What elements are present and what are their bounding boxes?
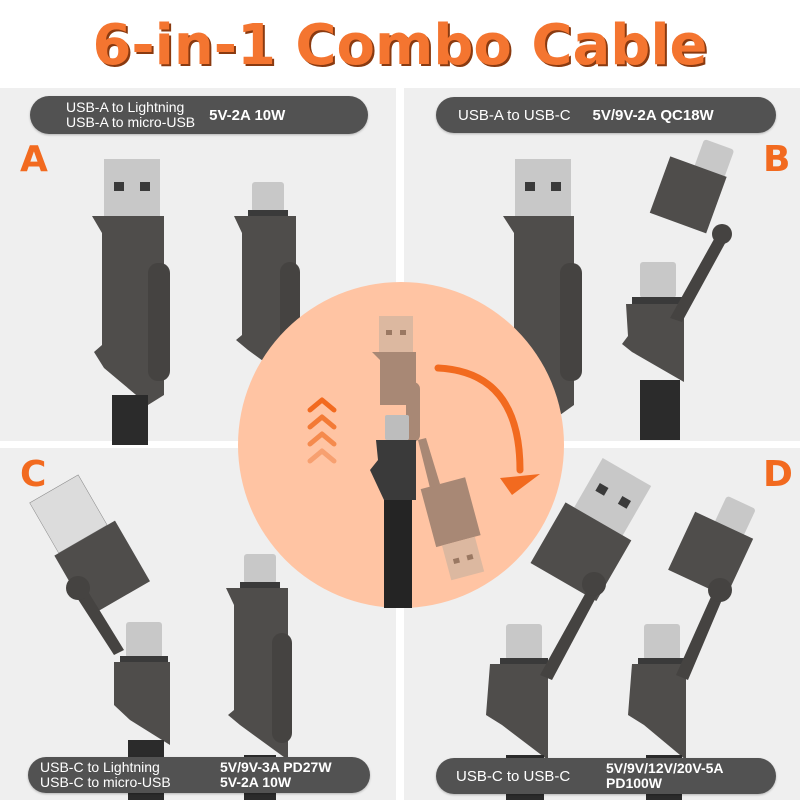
spec-pill-c: USB-C to Lightning USB-C to micro-USB 5V…: [28, 757, 370, 793]
panel-label-a: A: [20, 139, 48, 180]
panel-label-b: B: [763, 139, 791, 180]
spec-pill-b: USB-A to USB-C 5V/9V-2A QC18W: [436, 97, 776, 133]
spec-pill-b-value: 5V/9V-2A QC18W: [592, 106, 714, 124]
panel-label-d: D: [763, 454, 793, 495]
spec-pill-d: USB-C to USB-C 5V/9V/12V/20V-5A PD100W: [436, 758, 776, 794]
product-title: 6-in-1 Combo Cable: [92, 13, 708, 78]
panel-label-c: C: [20, 454, 47, 495]
spec-pill-d-lines: USB-C to USB-C: [456, 767, 571, 785]
spec-pill-b-lines: USB-A to USB-C: [458, 106, 571, 124]
spec-pill-a-lines: USB-A to Lightning USB-A to micro-USB: [66, 99, 196, 130]
spec-pill-d-value: 5V/9V/12V/20V-5A PD100W: [606, 760, 724, 791]
spec-pill-c-lines: USB-C to Lightning USB-C to micro-USB: [40, 759, 171, 790]
spec-pill-c-value: 5V/9V-3A PD27W 5V-2A 10W: [220, 759, 332, 790]
spec-pill-a-value: 5V-2A 10W: [209, 106, 286, 124]
center-demo-circle: [238, 282, 564, 608]
spec-pill-a: USB-A to Lightning USB-A to micro-USB 5V…: [30, 96, 368, 134]
